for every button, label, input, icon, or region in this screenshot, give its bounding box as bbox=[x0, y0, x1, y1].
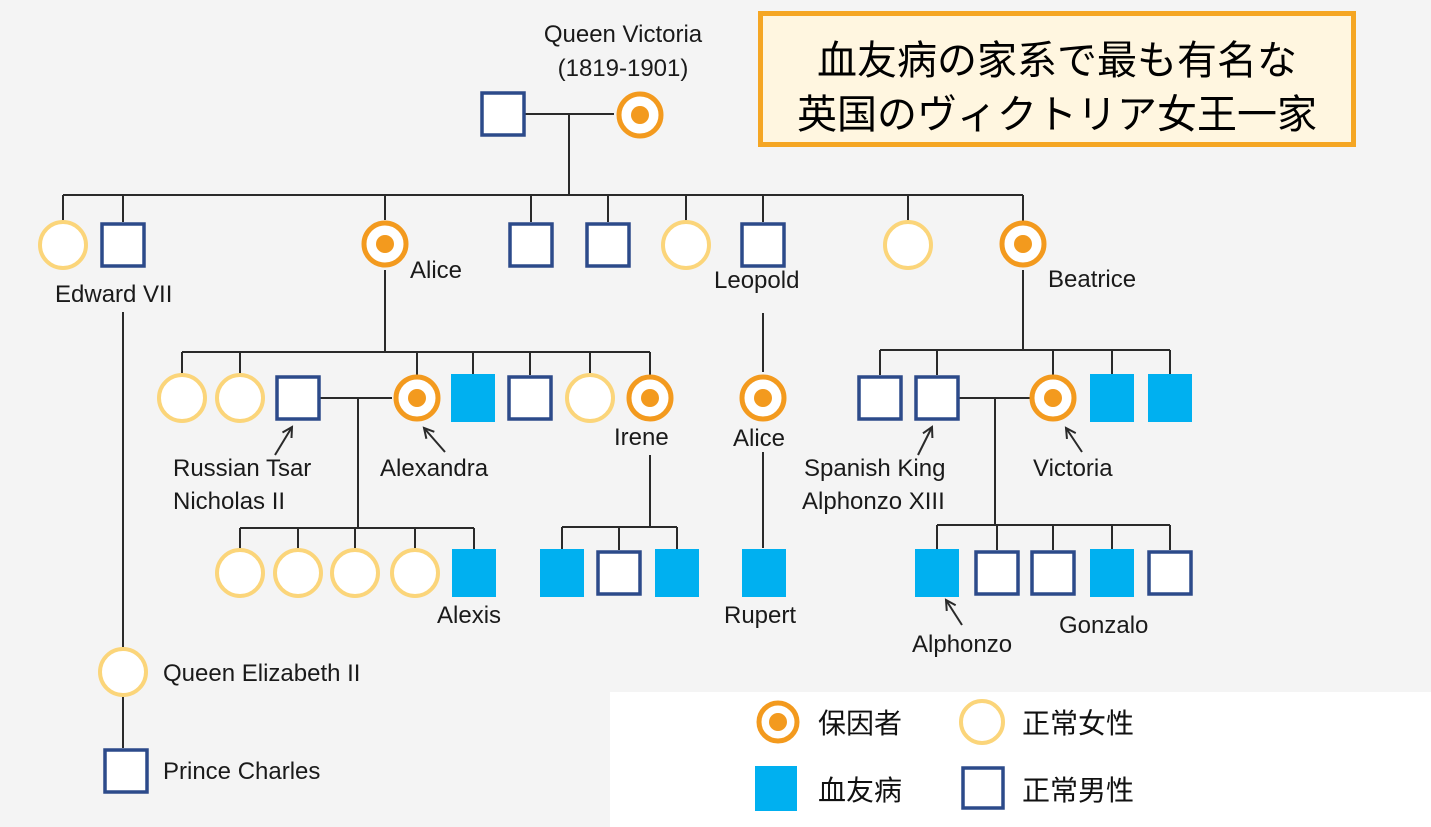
label-rupert: Rupert bbox=[724, 602, 796, 629]
normal-male-symbol bbox=[857, 375, 903, 421]
label-alexis: Alexis bbox=[437, 602, 501, 629]
carrier-female-symbol bbox=[361, 220, 409, 268]
carrier-female-symbol bbox=[626, 374, 674, 422]
pedigree-lines bbox=[62, 113, 1171, 748]
hemophilia-male-symbol bbox=[1090, 549, 1134, 597]
legend-background bbox=[610, 692, 1431, 827]
legend-carrier-label: 保因者 bbox=[818, 707, 902, 740]
label-queen-victoria: Queen Victoria bbox=[544, 21, 703, 48]
pointer-arrow bbox=[917, 425, 934, 456]
legend-carrier-symbol bbox=[756, 700, 800, 744]
label-irene: Irene bbox=[614, 424, 669, 451]
normal-male-symbol bbox=[100, 222, 146, 268]
normal-male-symbol bbox=[974, 550, 1020, 596]
normal-female-symbol bbox=[215, 373, 265, 423]
label-russian-tsar: Russian Tsar bbox=[173, 455, 311, 482]
normal-male-symbol bbox=[596, 550, 642, 596]
hemophilia-male-symbol bbox=[655, 549, 699, 597]
normal-male-symbol bbox=[585, 222, 631, 268]
title-line-1: 血友病の家系で最も有名な bbox=[817, 38, 1297, 84]
normal-female-symbol bbox=[38, 220, 88, 270]
hemophilia-male-symbol bbox=[742, 549, 786, 597]
hemophilia-male-symbol bbox=[540, 549, 584, 597]
label-prince-charles: Prince Charles bbox=[163, 758, 320, 785]
carrier-female-symbol bbox=[616, 91, 664, 139]
label-alice: Alice bbox=[410, 257, 462, 284]
normal-female-symbol bbox=[661, 220, 711, 270]
pointer-arrow bbox=[1064, 426, 1083, 453]
normal-male-symbol bbox=[1147, 550, 1193, 596]
hemophilia-male-symbol bbox=[1090, 374, 1134, 422]
normal-female-symbol bbox=[273, 548, 323, 598]
legend-hemophilia-label: 血友病 bbox=[818, 774, 902, 807]
label-spanish-king: Spanish King bbox=[804, 455, 945, 482]
normal-male-symbol bbox=[914, 375, 960, 421]
label-leopold: Leopold bbox=[714, 267, 799, 294]
normal-male-symbol bbox=[740, 222, 786, 268]
pointer-arrow bbox=[274, 425, 294, 456]
legend-normal-female-label: 正常女性 bbox=[1022, 707, 1134, 740]
hemophilia-male-symbol bbox=[1148, 374, 1192, 422]
legend-normal-male-symbol bbox=[961, 766, 1005, 810]
normal-male-symbol bbox=[507, 375, 553, 421]
normal-male-symbol bbox=[508, 222, 554, 268]
legend-hemophilia-symbol bbox=[755, 766, 797, 811]
label-alphonzo: Alphonzo bbox=[912, 631, 1012, 658]
label-queen-elizabeth-ii: Queen Elizabeth II bbox=[163, 660, 360, 687]
label-beatrice: Beatrice bbox=[1048, 266, 1136, 293]
normal-female-symbol bbox=[883, 220, 933, 270]
hemophilia-male-symbol bbox=[451, 374, 495, 422]
normal-female-symbol bbox=[330, 548, 380, 598]
legend-normal-male-label: 正常男性 bbox=[1022, 774, 1134, 807]
label-alphonzo-xiii: Alphonzo XIII bbox=[802, 488, 945, 515]
label-nicholas-ii: Nicholas II bbox=[173, 488, 285, 515]
label-alice-2: Alice bbox=[733, 425, 785, 452]
legend: 保因者 正常女性 血友病 正常男性 bbox=[610, 692, 1431, 827]
carrier-female-symbol bbox=[393, 374, 441, 422]
normal-male-symbol bbox=[275, 375, 321, 421]
label-victoria: Victoria bbox=[1033, 455, 1113, 482]
normal-female-symbol bbox=[157, 373, 207, 423]
normal-male-symbol bbox=[480, 91, 526, 137]
label-queen-victoria-dates: (1819-1901) bbox=[558, 55, 689, 82]
title-line-2: 英国のヴィクトリア女王一家 bbox=[797, 92, 1317, 138]
carrier-female-symbol bbox=[739, 374, 787, 422]
label-gonzalo: Gonzalo bbox=[1059, 612, 1148, 639]
normal-female-symbol bbox=[98, 647, 148, 697]
person-labels: Queen Victoria (1819-1901) Edward VII Al… bbox=[55, 21, 1148, 785]
hemophilia-male-symbol bbox=[452, 549, 496, 597]
hemophilia-male-symbol bbox=[915, 549, 959, 597]
pedigree-symbols bbox=[38, 91, 1193, 794]
normal-male-symbol bbox=[1030, 550, 1076, 596]
pointer-arrow bbox=[944, 598, 963, 626]
label-alexandra: Alexandra bbox=[380, 455, 489, 482]
normal-female-symbol bbox=[390, 548, 440, 598]
normal-female-symbol bbox=[565, 373, 615, 423]
legend-normal-female-symbol bbox=[959, 699, 1005, 745]
normal-female-symbol bbox=[215, 548, 265, 598]
carrier-female-symbol bbox=[999, 220, 1047, 268]
normal-male-symbol bbox=[103, 748, 149, 794]
pointer-arrow bbox=[422, 426, 446, 453]
label-edward-vii: Edward VII bbox=[55, 281, 172, 308]
title-box: 血友病の家系で最も有名な 英国のヴィクトリア女王一家 bbox=[758, 11, 1356, 147]
carrier-female-symbol bbox=[1029, 374, 1077, 422]
